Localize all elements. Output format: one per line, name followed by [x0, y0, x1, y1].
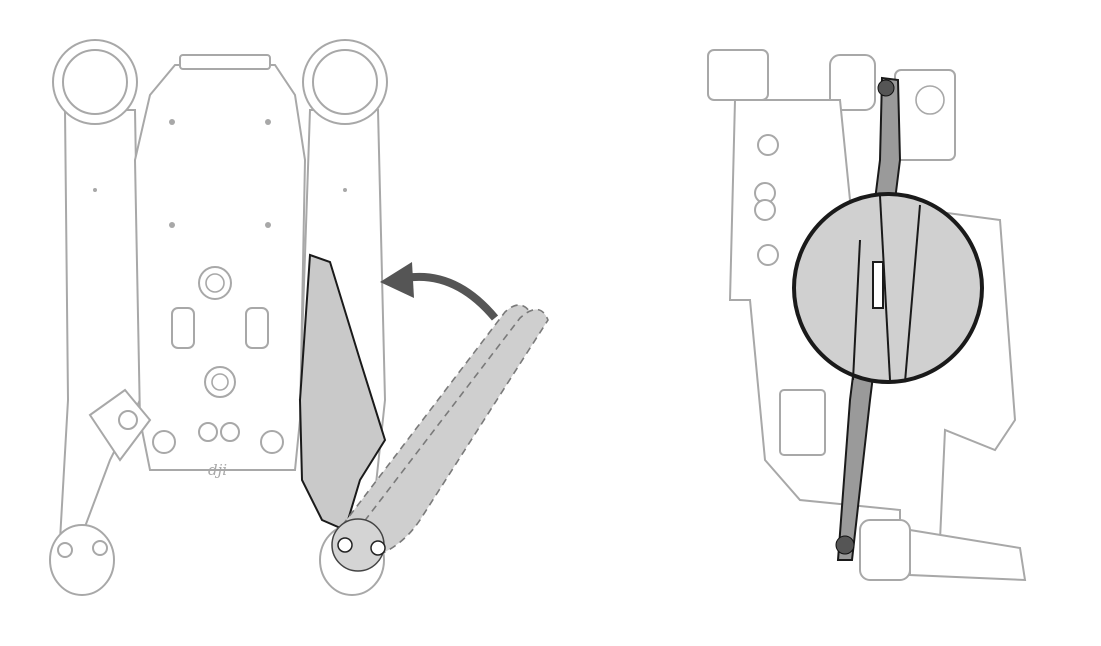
left-arm [58, 109, 142, 541]
motor-top-left [52, 39, 138, 125]
side-motor-bottom [859, 519, 1027, 582]
magnified-detail [792, 192, 984, 384]
drone-side-view [707, 49, 1027, 582]
propeller-hub [331, 518, 386, 572]
dji-logo: dji [208, 461, 227, 479]
drone-top-view: dji [49, 39, 549, 596]
fold-direction-arrow-icon [380, 262, 499, 321]
folded-propeller [298, 253, 387, 532]
motor-bottom-left [49, 524, 115, 596]
motor-top-right [302, 39, 388, 125]
